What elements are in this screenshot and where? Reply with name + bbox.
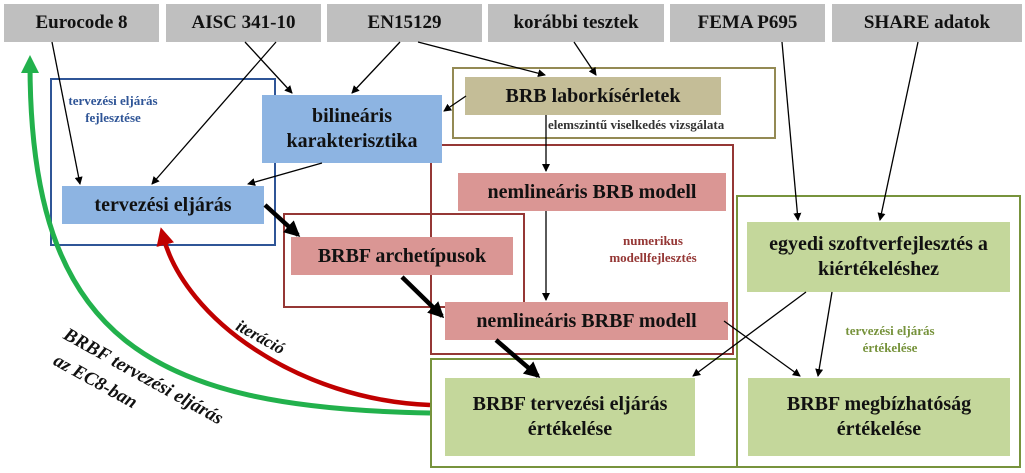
arrow-aisc-design xyxy=(151,41,277,185)
arrow-lab-bilinear xyxy=(443,95,467,112)
arrow-eurocode-design xyxy=(51,41,83,185)
source-eurocode: Eurocode 8 xyxy=(4,4,159,42)
numeric-dev-label: numerikus modellfejlesztés xyxy=(609,233,697,265)
nl-brbf-node: nemlineáris BRBF modell xyxy=(445,302,728,340)
arrow-prevtests-lab xyxy=(573,41,597,76)
arrow-nlbrbf-reliability xyxy=(723,320,801,377)
ec8-arrow xyxy=(21,55,431,416)
arrow-bilinear-design xyxy=(247,162,323,186)
bottom-green-frame xyxy=(430,358,736,468)
design-procedure-node: tervezési eljárás xyxy=(62,186,264,224)
brbf-reliability-node: BRBF megbízhatóság értékelése xyxy=(748,378,1010,456)
brbf-design-eval-node: BRBF tervezési eljárás értékelése xyxy=(445,378,695,456)
arrow-nlbrbf-designeval xyxy=(494,338,541,378)
source-fema: FEMA P695 xyxy=(670,4,825,42)
arrow-software-designeval xyxy=(692,291,807,377)
software-node: egyedi szoftverfejlesztés a kiértékelésh… xyxy=(747,222,1010,292)
source-en15129: EN15129 xyxy=(327,4,482,42)
archetype-frame xyxy=(283,213,525,308)
nl-brb-node: nemlineáris BRB modell xyxy=(458,173,726,211)
iteration-arrow xyxy=(156,227,431,408)
arrow-aisc-bilinear xyxy=(244,41,293,94)
element-study-frame xyxy=(452,67,776,139)
arrow-software-reliability xyxy=(815,291,833,377)
arrow-en15129-lab xyxy=(417,41,546,78)
arrow-design-archetype xyxy=(263,203,301,238)
bilinear-node: bilineáris karakterisztika xyxy=(262,95,442,163)
brb-lab-node: BRB laborkísérletek xyxy=(465,77,721,115)
arrow-fema-software xyxy=(781,41,802,221)
arrow-en15129-bilinear xyxy=(351,41,401,94)
source-share: SHARE adatok xyxy=(832,4,1022,42)
arrow-archetype-nlbrbf xyxy=(400,275,445,319)
source-prev-tests: korábbi tesztek xyxy=(488,4,664,42)
element-study-label: elemszintű viselkedés vizsgálata xyxy=(548,117,725,132)
arrow-share-software xyxy=(877,41,919,221)
design-eval-frame xyxy=(736,195,1021,468)
brbf-archetype-node: BRBF archetípusok xyxy=(291,237,513,275)
source-aisc: AISC 341-10 xyxy=(166,4,321,42)
design-dev-label: tervezési eljárás fejlesztése xyxy=(68,93,158,125)
design-eval-label: tervezési eljárás értékelése xyxy=(845,323,935,355)
